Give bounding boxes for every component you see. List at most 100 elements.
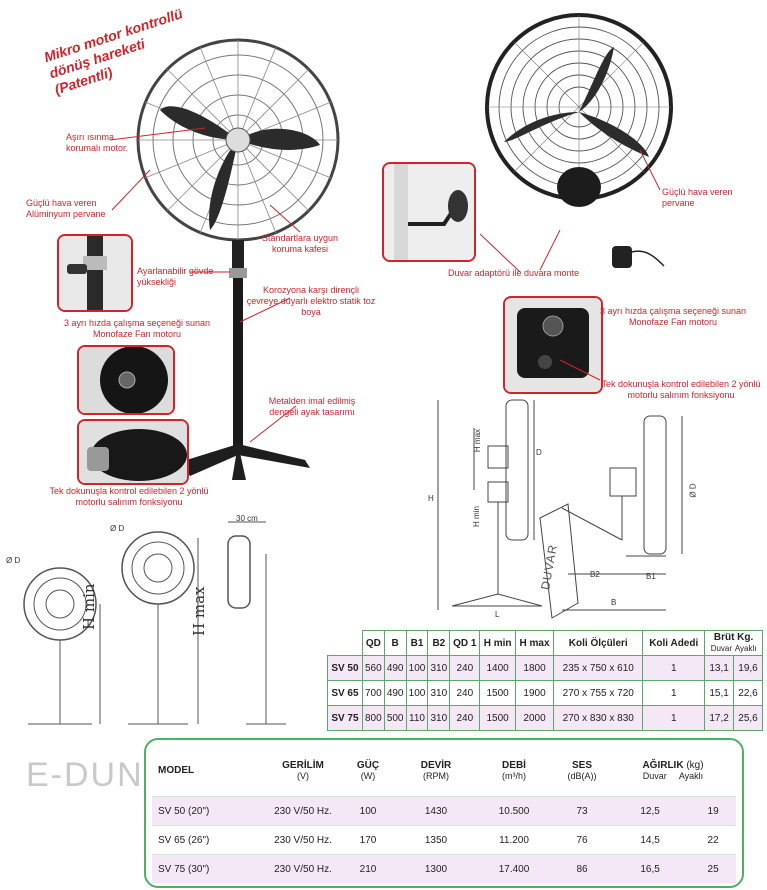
callout-overheat: Aşırı ısınma korumalı motor. [66,132,129,153]
dim-h-max: H max [473,428,483,453]
table-row: SV 65 (26") 230 V/50 Hz. 170 1350 11.200… [152,825,736,855]
dim-col-qd1: QD 1 [449,630,481,656]
table-cell: 1 [642,680,706,706]
table-cell: 1430 [398,796,474,826]
table-cell: SV 50 [327,655,363,681]
table-cell: 15,1 [704,680,735,706]
callout-adjustable: Ayarlanabilir gövde yüksekliği [137,266,214,287]
spec-col-weight-unit: (kg) [686,759,704,771]
table-cell: 170 [338,825,398,855]
dim-col-brut-ayakli: Ayaklı [734,644,757,653]
table-cell: 22 [690,825,736,855]
table-row: SV 75 (30") 230 V/50 Hz. 210 1300 17.400… [152,854,736,883]
dim-phi-d-medium: Ø D [110,524,125,533]
table-cell: 19,6 [733,655,763,681]
table-cell: 1500 [479,705,516,731]
callout-speeds-left: 3 ayrı hızda çalışma seçeneği sunan Mono… [63,318,211,339]
technical-drawing [437,399,683,619]
table-cell: 13,1 [704,655,735,681]
table-cell: 1 [642,705,706,731]
table-cell: 490 [383,655,407,681]
table-cell: 14,5 [610,825,691,855]
photo-motor-switch [77,345,175,415]
spec-table: MODEL GERİLİM (V) GÜÇ (W) DEVİR (RPM) DE… [152,744,736,883]
spec-table-frame: MODEL GERİLİM (V) GÜÇ (W) DEVİR (RPM) DE… [144,738,744,888]
table-cell: 210 [338,854,398,883]
dim-col-koli: Koli Ölçüleri [553,630,644,656]
spec-col-rpm-label: DEVİR [420,759,452,771]
table-cell: 2000 [514,705,555,731]
table-cell: 1350 [398,825,474,855]
spec-col-weight: AĞIRLIK (kg) Duvar Ayaklı [610,744,736,797]
dim-col-brut-duvar: Duvar [710,644,733,653]
dim-col-hmax: H max [514,630,555,656]
callout-aluminum: Güçlü hava veren Alüminyum pervane [26,198,106,219]
table-cell: 1300 [398,854,474,883]
dim-col-model [328,631,363,656]
dim-col-brut: Brüt Kg. Duvar Ayaklı [704,630,763,656]
callout-oscillation-right: Tek dokunuşla kontrol edilebilen 2 yönlü… [601,379,761,400]
table-cell: 230 V/50 Hz. [268,796,338,826]
table-cell: 490 [383,680,407,706]
spec-col-noise: SES (dB(A)) [554,744,610,797]
dim-d: D [536,448,542,457]
dim-b1: B1 [646,572,656,581]
table-cell: 25 [690,854,736,883]
dim-col-brut-label: Brüt Kg. [713,632,754,643]
spec-col-flow-unit: (m³/h) [502,770,526,781]
photo-height-adjust [57,234,133,312]
callout-powerful-right: Güçlü hava veren pervane [662,187,733,208]
table-cell: 310 [427,655,451,681]
table-cell: 100 [338,796,398,826]
table-cell: SV 75 [327,705,363,731]
callout-speeds-right: 3 ayrı hızda çalışma seçeneği sunan Mono… [599,306,747,327]
spec-col-noise-unit: (dB(A)) [567,770,597,781]
callout-standard-guard: Standartlara uygun koruma kafesi [261,233,339,254]
spec-col-weight-label: AĞIRLIK [642,759,684,771]
dim-col-b2: B2 [427,630,451,656]
table-cell: 100 [405,655,429,681]
photo-control-box [503,296,603,394]
table-cell: 800 [361,705,385,731]
dim-30cm: 30 cm [236,514,258,523]
spec-col-weight-duvar: Duvar [642,770,667,781]
spec-col-rpm-unit: (RPM) [423,770,449,781]
table-row: SV 50 (20") 230 V/50 Hz. 100 1430 10.500… [152,796,736,826]
table-cell: 270 x 755 x 720 [553,680,644,706]
dim-l: L [495,610,500,619]
table-cell: 76 [554,825,610,855]
callout-wall-mount: Duvar adaptörü ile duvara monte [448,268,580,278]
callout-oscillation-left: Tek dokunuşla kontrol edilebilen 2 yönlü… [49,486,209,507]
table-cell: 240 [449,655,481,681]
spec-col-flow-label: DEBİ [502,759,526,771]
dim-h-max-big: H max [190,586,208,636]
table-cell: 230 V/50 Hz. [268,825,338,855]
table-cell: 560 [361,655,385,681]
dim-b2: B2 [590,570,600,579]
table-cell: 270 x 830 x 830 [553,705,644,731]
table-cell: 22,6 [733,680,763,706]
dim-h: H [428,494,434,503]
dim-h-min-big: H min [80,583,98,630]
table-cell: 17.400 [474,854,554,883]
table-cell: SV 65 [327,680,363,706]
table-row: SV 75 800 500 110 310 240 1500 2000 270 … [327,705,763,731]
dim-col-adet: Koli Adedi [642,630,706,656]
table-cell: 11.200 [474,825,554,855]
table-cell: 17,2 [704,705,735,731]
table-row: SV 65 700 490 100 310 240 1500 1900 270 … [327,680,763,706]
photo-wall-bracket [382,162,476,262]
table-cell: 19 [690,796,736,826]
table-cell: 16,5 [610,854,691,883]
dim-h-min: H min [471,506,481,527]
dim-phi-d-right: Ø D [688,483,698,498]
remote-switch-image [612,246,665,268]
size-drawings [23,521,286,725]
table-cell: 73 [554,796,610,826]
standing-fan-image [136,38,340,480]
table-cell: 10.500 [474,796,554,826]
spec-col-power-label: GÜÇ [356,759,380,771]
wall-fan-image [485,13,673,207]
dimensions-table: QD B B1 B2 QD 1 H min H max Koli Ölçüler… [327,630,763,731]
table-cell: 1400 [479,655,516,681]
